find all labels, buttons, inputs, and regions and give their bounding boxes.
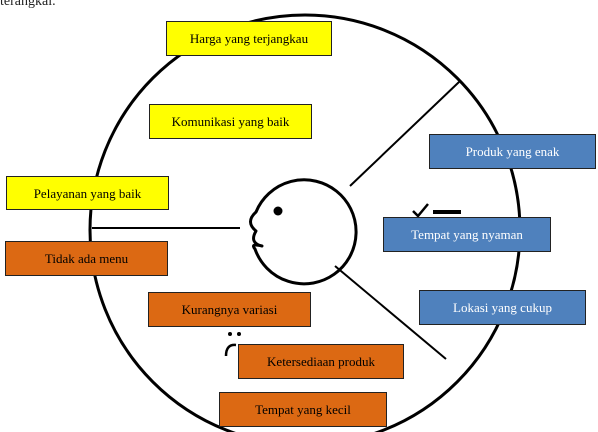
factor-label: Tempat yang kecil [255, 402, 351, 417]
factor-good-service: Pelayanan yang baik [6, 176, 169, 210]
factor-label: Harga yang terjangkau [189, 31, 309, 46]
factor-adequate-location: Lokasi yang cukup [419, 290, 586, 325]
upper-right-divider-line [349, 81, 460, 187]
header-fragment: terangkai. [0, 0, 56, 9]
factor-comfortable-place: Tempat yang nyaman [383, 217, 551, 252]
factor-label: Komunikasi yang baik [171, 114, 290, 129]
factor-lack-of-variety: Kurangnya variasi [148, 292, 311, 327]
lower-right-divider-line [334, 265, 447, 360]
factor-label: Tidak ada menu [44, 251, 129, 266]
factor-label: Pelayanan yang baik [33, 185, 142, 201]
factor-product-availability: Ketersediaan produk [238, 344, 404, 379]
factor-good-communication: Komunikasi yang baik [149, 104, 312, 139]
sad-face-icon [224, 332, 241, 357]
factor-affordable-price: Harga yang terjangkau [166, 21, 332, 56]
factor-no-menu: Tidak ada menu [5, 241, 168, 276]
smiling-face-icon [249, 178, 358, 286]
factor-label: Tempat yang nyaman [411, 227, 523, 242]
factor-label: Ketersediaan produk [267, 354, 375, 369]
factor-label: Lokasi yang cukup [453, 300, 552, 315]
check-mark-icon [412, 203, 461, 218]
factor-label: Produk yang enak [465, 144, 560, 159]
factor-tasty-product: Produk yang enak [429, 134, 596, 169]
factor-small-place: Tempat yang kecil [219, 392, 387, 427]
factor-label: Kurangnya variasi [181, 302, 278, 317]
